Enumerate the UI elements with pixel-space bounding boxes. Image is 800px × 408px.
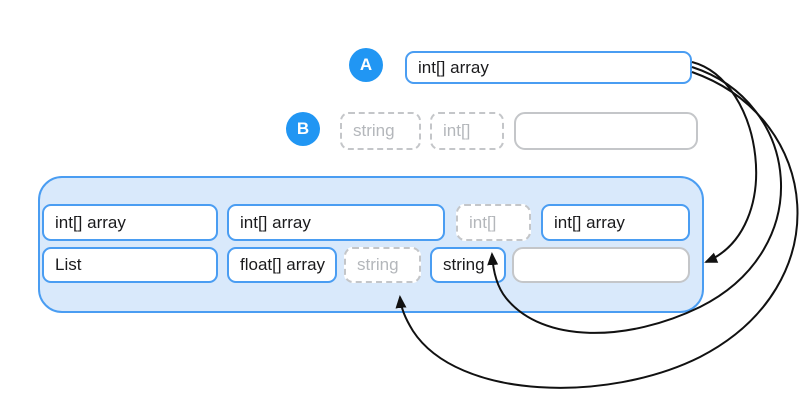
pool-box-string-placeholder: string: [344, 247, 421, 283]
label-a-text: A: [359, 55, 373, 74]
pool-box-string: string: [430, 247, 506, 283]
box-b-string-placeholder: string: [340, 112, 421, 150]
pool-box-int-array-2: int[] array: [227, 204, 445, 241]
pool-box-int-placeholder: int[]: [456, 204, 531, 241]
pool-box-int-array-3: int[] array: [541, 204, 690, 241]
type-pool-container: [38, 176, 704, 313]
box-b-empty-slot: [514, 112, 698, 150]
pool-box-empty-slot: [512, 247, 690, 283]
pool-box-float-array: float[] array: [227, 247, 337, 283]
box-b-int-placeholder: int[]: [430, 112, 504, 150]
label-b-text: B: [296, 119, 310, 138]
label-a-badge: A: [349, 48, 383, 82]
pool-box-list: List: [42, 247, 218, 283]
label-b-badge: B: [286, 112, 320, 146]
box-a-int-array: int[] array: [405, 51, 692, 84]
pool-box-int-array-1: int[] array: [42, 204, 218, 241]
